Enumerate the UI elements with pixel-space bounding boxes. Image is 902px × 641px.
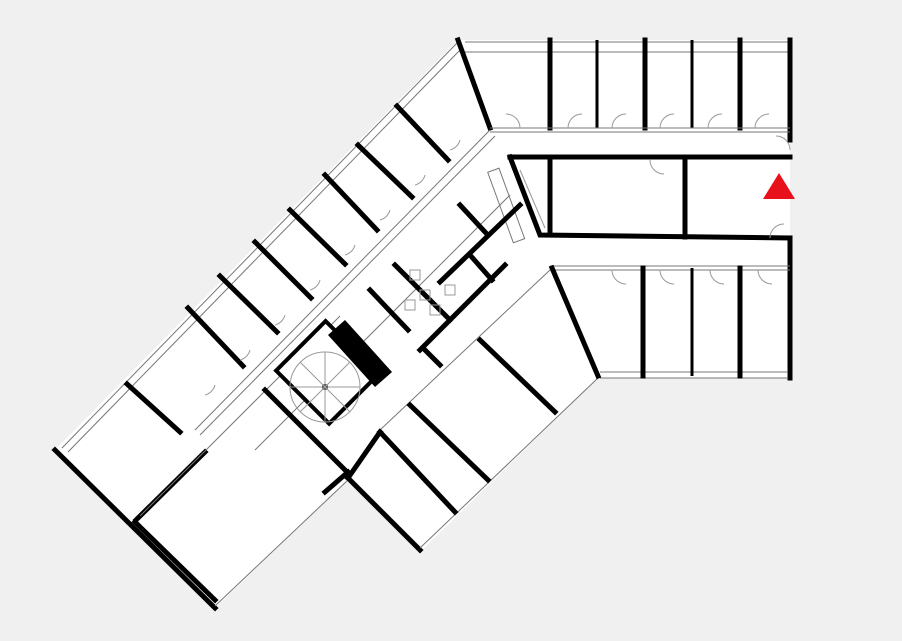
lower-right-wing [548, 264, 790, 380]
lower-left-rooms [131, 386, 349, 604]
shaft [328, 320, 392, 387]
top-wing-partitions [490, 37, 791, 151]
exterior-walls [51, 36, 793, 612]
middle-block [487, 153, 793, 244]
left-wing-partitions [123, 102, 496, 524]
core [254, 194, 559, 516]
entrance-triangle-icon [763, 173, 795, 199]
floor-area [55, 40, 790, 608]
